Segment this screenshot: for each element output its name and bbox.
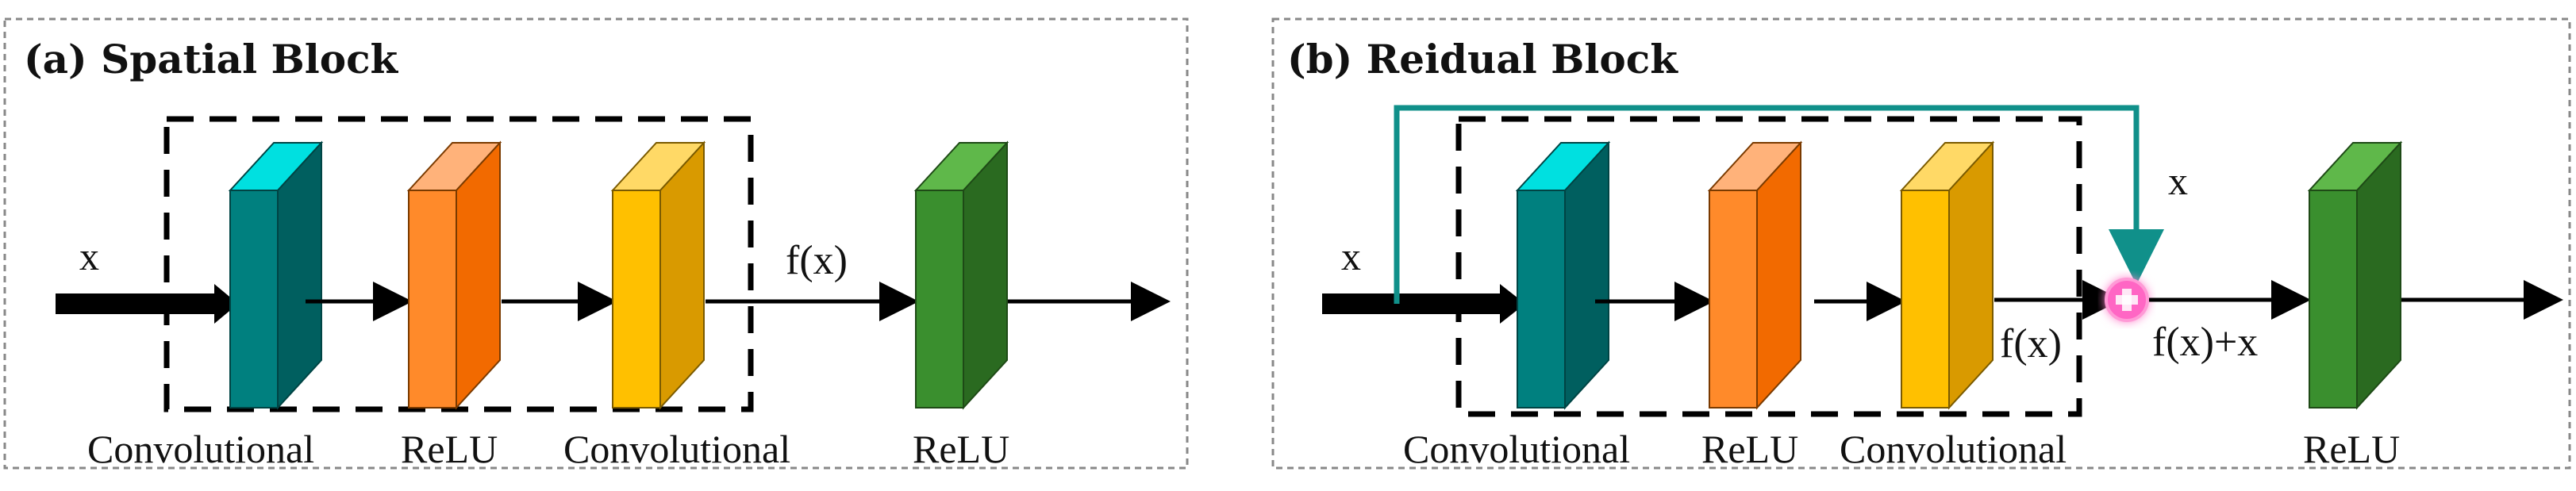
panel-a-fx-label: f(x) [786,238,848,283]
panel-a-input-label: x [79,234,99,278]
panel-a-label-relu-1: ReLU [401,427,498,471]
panel-b-skip-connection [1394,105,2164,304]
panel-b-conv-block-2 [1899,140,1995,410]
panel-b-conv-block-1 [1515,140,1611,410]
panel-b-sum-label: f(x)+x [2152,320,2258,365]
panel-b-label-conv-1: Convolutional [1403,427,1630,471]
panel-a-relu-output-block [913,140,1009,410]
panel-a: (a) Spatial Block x f(x) [3,17,1189,471]
panel-a-label-relu-2: ReLU [913,427,1009,471]
panel-b-input-arrow [1322,284,1525,324]
panel-b-label-conv-2: Convolutional [1840,427,2067,471]
panel-b-fx-label: f(x) [2000,321,2062,366]
panel-b: (b) Reidual Block x x [1271,17,2571,471]
panel-b-skip-label: x [2168,159,2188,203]
panel-b-label-relu-1: ReLU [1701,427,1798,471]
panel-a-title: (a) Spatial Block [24,36,399,82]
panel-a-border [3,17,1189,470]
panel-a-conv-block-2 [610,140,706,410]
panel-b-label-relu-2: ReLU [2303,427,2400,471]
panel-b-relu-output-block [2307,140,2403,410]
panel-a-label-conv-1: Convolutional [87,427,314,471]
panel-a-relu-block [406,140,502,410]
panel-b-input-label: x [1341,234,1361,278]
panel-b-border [1271,17,2571,470]
panel-a-group-box [163,116,754,412]
plus-circle-icon [2105,278,2149,322]
panel-b-title: (b) Reidual Block [1287,36,1678,82]
panel-a-input-arrow [56,284,238,324]
panel-a-conv-block-1 [228,140,324,410]
panel-b-group-box [1455,116,2082,417]
panel-a-label-conv-2: Convolutional [563,427,790,471]
panel-b-relu-block [1707,140,1803,410]
